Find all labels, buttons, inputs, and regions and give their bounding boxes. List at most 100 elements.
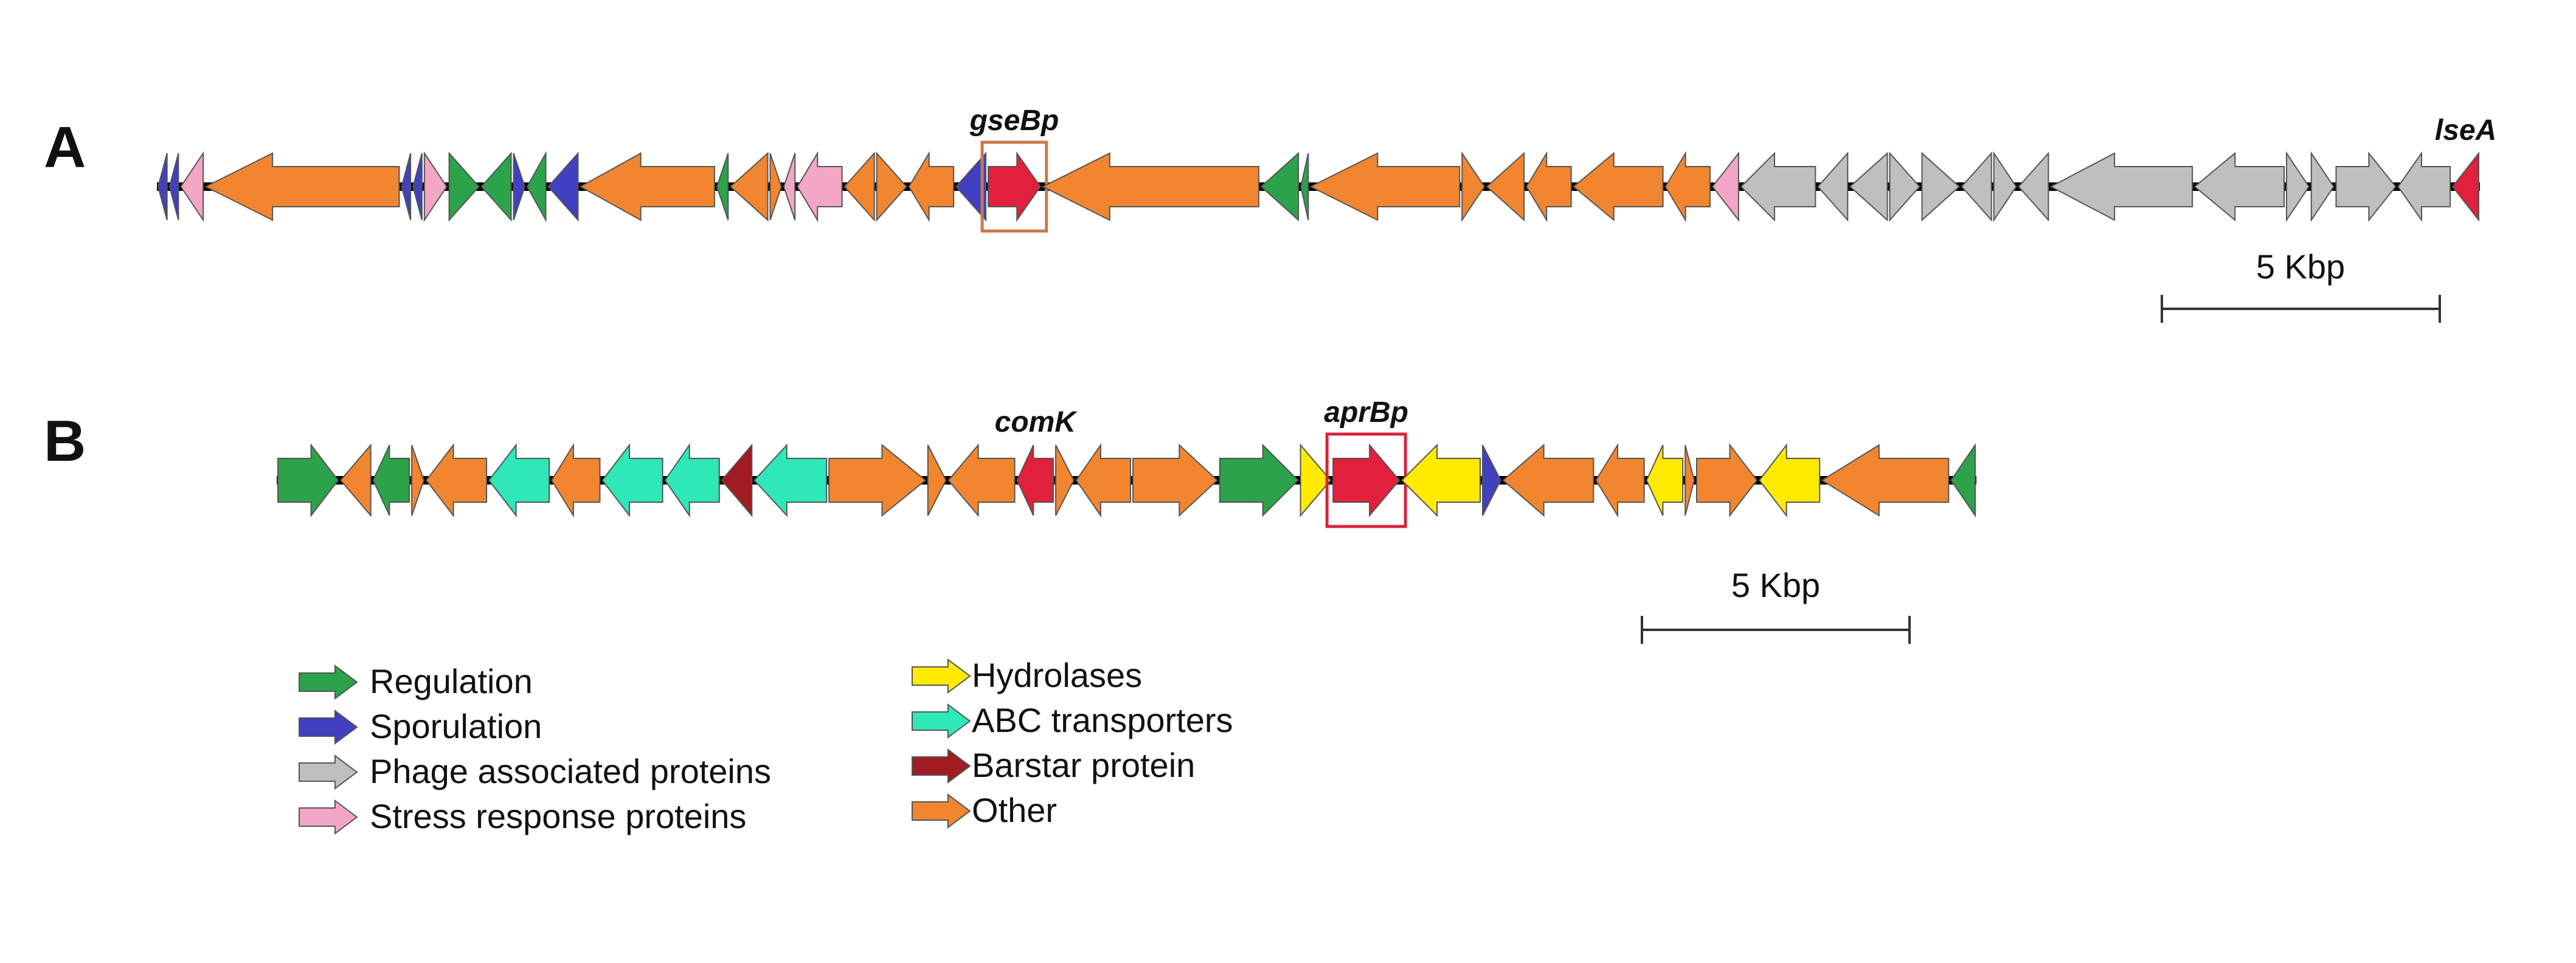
legend-label: ABC transporters (972, 701, 1233, 739)
stress-arrow-icon (299, 799, 358, 835)
gene-arrow-target (1016, 444, 1054, 516)
gene-arrow-regulation (277, 443, 339, 517)
gene-arrow-abc (601, 443, 663, 517)
scale-bar-label: 5 Kbp (1731, 566, 1820, 604)
gene-arrow-other (1684, 444, 1695, 516)
gene-arrow-sporulation (157, 153, 168, 221)
legend-item-barstar: Barstar protein (912, 746, 1195, 784)
gene-arrow-abc (664, 443, 720, 518)
gene-arrow-other (1041, 152, 1259, 221)
gene-arrow-sporulation (513, 153, 525, 221)
panel-b-letter: B (44, 409, 86, 474)
gene-arrow-phage (2310, 151, 2335, 223)
gene-arrow-other (769, 153, 782, 221)
gene-arrow-other (1461, 151, 1486, 223)
sporulation-arrow-icon (299, 709, 358, 745)
panel-a-letter: A (44, 115, 86, 180)
gene-arrow-stress (1711, 151, 1739, 222)
gene-arrow-sporulation (547, 151, 579, 222)
gene-arrow-phage (2049, 152, 2193, 221)
gene-arrow-other (1132, 443, 1219, 517)
gene-arrow-phage (1817, 151, 1849, 222)
panel-a: A gseBp lseA 5 Kbp (44, 105, 2496, 323)
gene-arrow-stress (423, 151, 448, 223)
panel-b-scale-bar: 5 Kbp (1641, 566, 1911, 644)
gene-arrow-other (550, 443, 601, 518)
gene-arrow-phage (1921, 151, 1961, 222)
gene-arrow-sporulation (1481, 444, 1501, 516)
gene-arrow-stress (797, 151, 843, 223)
gene-arrow-target (1332, 443, 1401, 517)
gene-arrow-regulation (1260, 151, 1300, 222)
gene-arrow-other (204, 152, 400, 221)
gene-arrow-phage (1889, 151, 1920, 222)
gene-arrow-phage (2335, 151, 2397, 222)
gene-arrow-regulation (526, 151, 547, 223)
gene-arrow-hydrolase (1646, 444, 1684, 516)
legend-label: Other (972, 791, 1057, 829)
gene-arrow-target (2451, 151, 2479, 222)
gene-arrow-hydrolase (1758, 443, 1821, 517)
gene-arrow-phage (2193, 151, 2285, 222)
gene-arrow-other (1664, 151, 1711, 223)
gene-arrow-phage (1849, 151, 1888, 222)
gene-arrow-regulation (1219, 443, 1299, 517)
gene-arrow-other (1486, 151, 1525, 222)
gene-arrow-sporulation (168, 153, 179, 221)
gene-arrow-phage (2286, 151, 2310, 223)
gene-arrow-other (927, 444, 947, 516)
gene-arrow-other (1526, 151, 1572, 223)
gene-arrow-abc (488, 443, 550, 517)
legend-item-sporulation: Sporulation (299, 707, 542, 745)
legend-item-abc: ABC transporters (912, 701, 1233, 739)
gene-arrow-regulation (716, 153, 729, 221)
panel-b-gene-map (277, 432, 1976, 528)
phage-arrow-icon (299, 754, 358, 790)
gene-arrow-stress (783, 153, 796, 221)
panel-a-gene-map (157, 140, 2480, 233)
gene-arrow-barstar (721, 443, 753, 517)
gene-arrow-hydrolase (1401, 443, 1481, 517)
gene-arrow-sporulation (401, 153, 412, 221)
gene-arrow-other (339, 443, 372, 517)
panel-a-scale-bar: 5 Kbp (2161, 247, 2441, 323)
gene-arrow-other (1502, 443, 1594, 517)
gene-arrow-other (1595, 443, 1645, 518)
gene-arrow-other (1055, 444, 1075, 516)
gene-arrow-phage (1961, 151, 1992, 222)
gene-arrow-regulation (1950, 443, 1976, 518)
scale-bar-label: 5 Kbp (2256, 247, 2345, 286)
gene-arrow-phage (2018, 151, 2049, 222)
other-arrow-icon (912, 793, 971, 829)
gene-arrow-other (729, 151, 769, 222)
gene-arrow-regulation (372, 444, 410, 516)
barstar-arrow-icon (912, 748, 971, 784)
legend-item-hydrolases: Hydrolases (912, 656, 1142, 694)
gene-arrow-other (1075, 443, 1131, 518)
gene-label-gseBp: gseBp (969, 105, 1059, 137)
legend: Regulation Sporulation Phage associated … (299, 656, 1233, 835)
gene-label-lseA: lseA (2435, 114, 2496, 147)
gene-arrow-target (988, 151, 1042, 223)
gene-arrow-hydrolase (1300, 443, 1332, 517)
gene-arrow-other (908, 151, 955, 223)
gene-arrow-regulation (448, 151, 480, 222)
gene-arrow-other (1309, 152, 1461, 221)
abc-transporter-arrow-icon (912, 703, 971, 739)
gene-arrow-other (579, 152, 715, 221)
legend-item-phage: Phage associated proteins (299, 752, 771, 790)
gene-arrow-other (1696, 443, 1758, 517)
regulation-arrow-icon (299, 664, 358, 700)
gene-arrow-other (425, 443, 488, 517)
legend-item-regulation: Regulation (299, 662, 533, 700)
gene-arrow-abc (753, 443, 828, 517)
legend-label: Phage associated proteins (370, 752, 771, 790)
gene-arrow-other (876, 151, 907, 222)
gene-arrow-regulation (1300, 153, 1309, 221)
gene-arrow-other (1573, 151, 1664, 222)
legend-label: Hydrolases (972, 656, 1142, 694)
legend-label: Regulation (370, 662, 533, 700)
gene-label-aprBp: aprBp (1324, 396, 1408, 429)
panel-b: B comK aprBp 5 Kbp (44, 396, 1976, 644)
gene-arrow-sporulation (955, 151, 987, 222)
